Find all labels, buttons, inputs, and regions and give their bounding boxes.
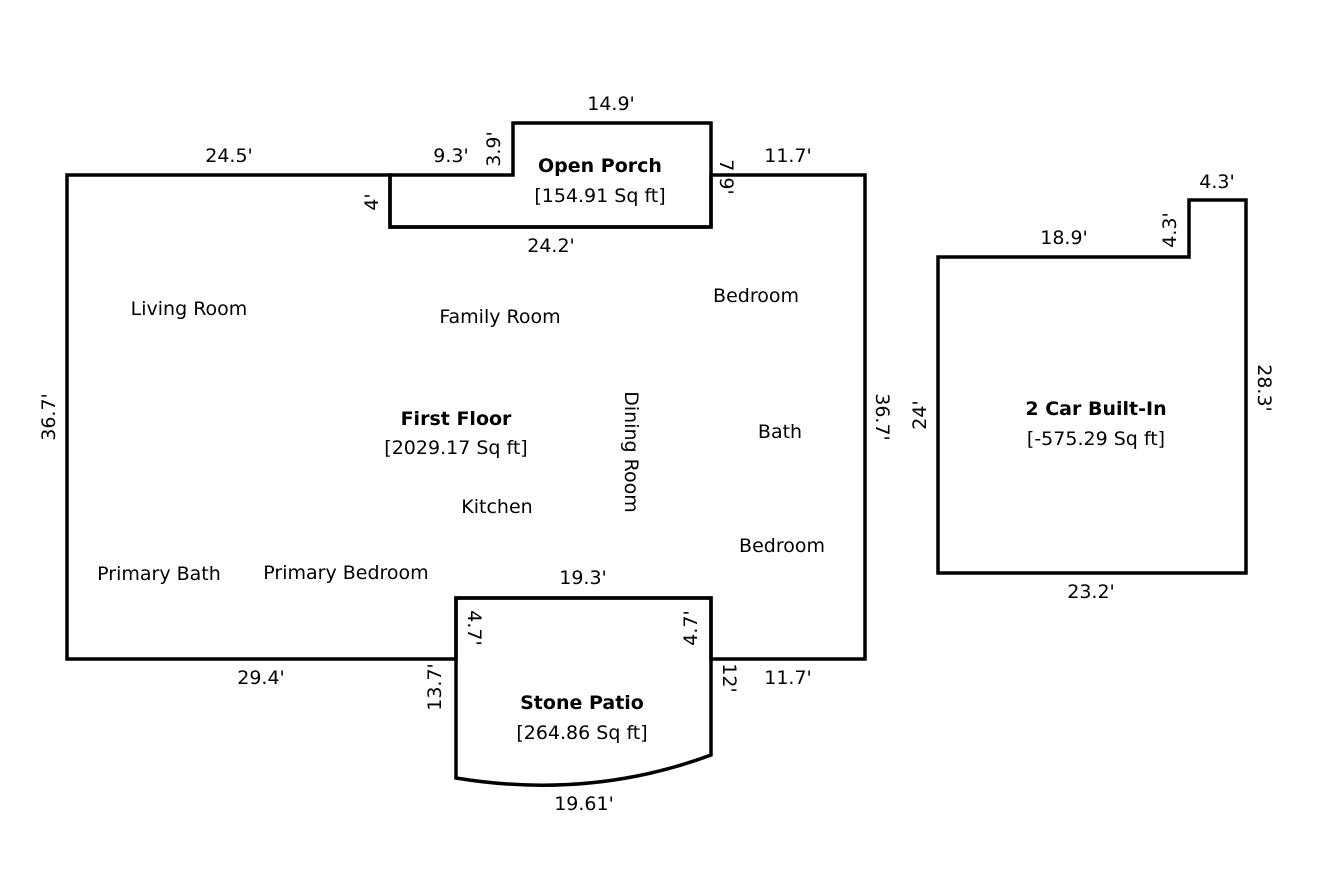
stone-patio-outline	[454, 596, 713, 787]
stone-patio-size: [264.86 Sq ft]	[516, 722, 647, 744]
dim-porch-step: 3.9'	[483, 131, 505, 166]
open-porch-outline	[388, 121, 713, 229]
first-floor-label: First Floor	[401, 408, 512, 430]
dim-garage-bottom: 23.2'	[1067, 581, 1115, 603]
dim-main-left: 36.7'	[38, 393, 60, 441]
dim-main-top-left: 24.5'	[205, 145, 253, 167]
stone-patio-label: Stone Patio	[520, 692, 644, 714]
room-primary-bedroom: Primary Bedroom	[263, 562, 428, 584]
room-family-room: Family Room	[439, 306, 560, 328]
open-porch-label: Open Porch	[538, 155, 662, 177]
room-primary-bath: Primary Bath	[97, 563, 221, 585]
garage-size: [-575.29 Sq ft]	[1027, 428, 1165, 450]
dim-porch-bottom: 24.2'	[527, 235, 575, 257]
dim-patio-bottom: 19.61'	[554, 793, 614, 815]
dim-porch-left: 4'	[361, 193, 383, 210]
dim-porch-right: 7.9'	[715, 159, 737, 194]
dim-main-bottom-left: 29.4'	[237, 667, 285, 689]
room-bedroom-top: Bedroom	[713, 285, 799, 307]
dim-garage-step: 4.3'	[1159, 212, 1181, 247]
dim-garage-right: 28.3'	[1253, 364, 1275, 412]
dim-garage-step-top: 4.3'	[1199, 171, 1234, 193]
room-bath: Bath	[758, 421, 802, 443]
room-bedroom-bottom: Bedroom	[739, 535, 825, 557]
dim-main-right: 36.7'	[871, 393, 893, 441]
garage-label: 2 Car Built-In	[1025, 398, 1166, 420]
dim-porch-left-top: 9.3'	[433, 145, 468, 167]
room-kitchen: Kitchen	[461, 496, 532, 518]
dim-patio-top: 19.3'	[559, 567, 607, 589]
room-living-room: Living Room	[131, 298, 248, 320]
dim-garage-top: 18.9'	[1040, 227, 1088, 249]
dim-garage-left: 24'	[909, 400, 931, 429]
dim-patio-left-inner: 4.7'	[463, 610, 485, 645]
dim-main-bottom-right: 11.7'	[764, 667, 812, 689]
dim-porch-top: 14.9'	[587, 93, 635, 115]
dim-patio-right: 12'	[718, 663, 740, 692]
dim-patio-left: 13.7'	[424, 663, 446, 711]
dim-patio-right-inner: 4.7'	[680, 610, 702, 645]
garage-outline	[936, 198, 1248, 575]
open-porch-size: [154.91 Sq ft]	[534, 185, 665, 207]
dim-main-top-right: 11.7'	[764, 145, 812, 167]
first-floor-size: [2029.17 Sq ft]	[384, 437, 527, 459]
room-dining-room: Dining Room	[620, 391, 642, 512]
